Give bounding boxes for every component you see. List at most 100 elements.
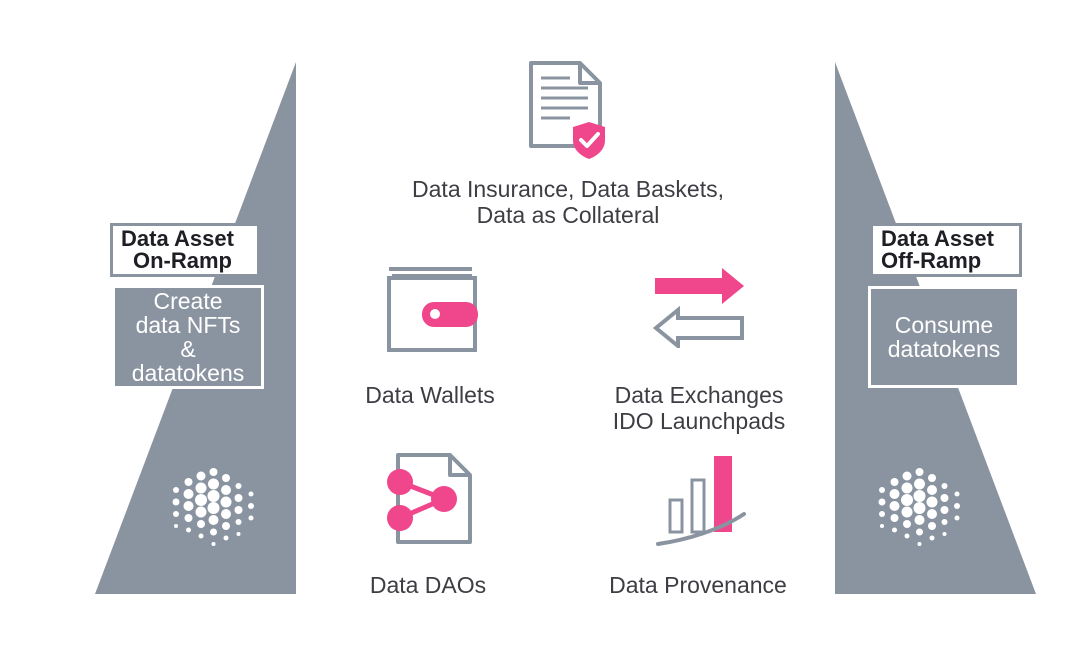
logo-dot — [903, 520, 911, 528]
logo-dot — [195, 482, 207, 494]
logo-dot — [889, 489, 900, 499]
logo-dot — [880, 524, 884, 528]
exchanges-label-line-2: IDO Launchpads — [612, 408, 786, 434]
logo-dot — [901, 482, 913, 494]
logo-dot — [901, 494, 913, 506]
right-ramp-title-line-2: Off-Ramp — [881, 248, 982, 273]
left-ramp-box-line-4: datatokens — [131, 360, 245, 386]
logo-dot — [940, 506, 949, 514]
logo-dot — [174, 524, 178, 528]
logo-dot — [954, 503, 960, 509]
logo-dot — [221, 485, 231, 495]
logo-dot — [927, 485, 937, 495]
logo-dot — [183, 501, 194, 511]
document-shield-icon — [529, 61, 605, 159]
logo-dot — [197, 520, 205, 528]
logo-dot — [248, 515, 254, 521]
logo-dot — [208, 478, 219, 490]
logo-dot — [248, 503, 254, 509]
logo-dot — [184, 478, 193, 486]
right-ramp-box-line-1: Consume — [894, 312, 994, 338]
left-ramp-box-line-1: Create — [153, 288, 223, 314]
logo-dot — [892, 527, 897, 533]
insurance-label: Data Insurance, Data Baskets, Data as Co… — [370, 176, 766, 228]
dot-grid-logo-icon — [878, 468, 960, 546]
logo-dot — [878, 498, 886, 506]
logo-dot — [222, 522, 230, 530]
bar-growth-icon — [656, 456, 746, 546]
logo-dot — [221, 509, 231, 519]
logo-dot — [208, 515, 219, 525]
logo-dot — [207, 490, 220, 502]
logo-dot — [916, 528, 923, 536]
logo-dot — [940, 494, 949, 502]
logo-dot — [236, 532, 241, 536]
logo-dot — [235, 519, 242, 525]
logo-dot — [186, 527, 191, 533]
logo-dot — [211, 542, 216, 546]
logo-dot — [198, 533, 204, 539]
exchange-arrows-icon — [652, 268, 744, 348]
logo-dot — [913, 490, 926, 502]
logo-dot — [879, 487, 885, 493]
logo-dot — [914, 478, 925, 490]
logo-dot — [183, 489, 194, 499]
logo-dot — [926, 496, 938, 508]
logo-dot — [890, 478, 899, 486]
dot-grid-logo-icon — [172, 468, 254, 546]
wallet-icon — [387, 267, 478, 352]
logo-dot — [929, 535, 935, 541]
logo-dot — [220, 496, 232, 508]
logo-dot — [172, 498, 180, 506]
logo-dot — [223, 535, 229, 541]
left-ramp-box-line-3: & — [180, 336, 196, 362]
exchanges-label-line-1: Data Exchanges — [614, 382, 784, 408]
logo-dot — [184, 514, 193, 522]
logo-dot — [928, 522, 936, 530]
logo-dot — [942, 532, 947, 536]
document-share-icon — [387, 453, 472, 544]
logo-dot — [196, 471, 206, 481]
logo-dot — [209, 468, 218, 476]
insurance-label-line-2: Data as Collateral — [476, 202, 660, 228]
wallets-label-line-1: Data Wallets — [365, 382, 495, 408]
logo-dot — [879, 511, 885, 517]
logo-dot — [928, 474, 936, 482]
logo-dot — [927, 509, 937, 519]
logo-dot — [207, 502, 220, 514]
logo-dot — [173, 487, 179, 493]
logo-dot — [234, 506, 243, 514]
left-ramp-box-line-2: data NFTs — [135, 312, 241, 338]
logo-dot — [914, 515, 925, 525]
left-ramp-title-line-2: On-Ramp — [133, 248, 232, 273]
insurance-label-line-1: Data Insurance, Data Baskets, — [412, 176, 724, 202]
logo-dot — [941, 483, 948, 489]
logo-dot — [913, 502, 926, 514]
logo-dot — [917, 542, 922, 546]
logo-dot — [904, 533, 910, 539]
right-ramp-title: Data Asset Off-Ramp — [870, 223, 1022, 277]
logo-dot — [901, 506, 913, 518]
logo-dot — [890, 514, 899, 522]
provenance-label: Data Provenance — [580, 572, 816, 598]
logo-dot — [235, 483, 242, 489]
logo-dot — [173, 511, 179, 517]
logo-dot — [195, 494, 207, 506]
right-ramp-box-line-2: datatokens — [887, 336, 1001, 362]
exchanges-label: Data Exchanges IDO Launchpads — [580, 382, 818, 434]
daos-label-line-1: Data DAOs — [369, 572, 487, 598]
logo-dot — [915, 468, 924, 476]
left-ramp-title-line-1: Data Asset — [121, 226, 234, 251]
left-ramp-box: Create data NFTs & datatokens — [112, 285, 264, 389]
logo-dot — [210, 528, 217, 536]
logo-dot — [234, 494, 243, 502]
logo-dot — [889, 501, 900, 511]
logo-dot — [954, 515, 960, 521]
logo-dot — [222, 474, 230, 482]
logo-dot — [941, 519, 948, 525]
logo-dot — [902, 471, 912, 481]
wallets-label: Data Wallets — [340, 382, 520, 408]
left-ramp-title: Data Asset On-Ramp — [110, 223, 260, 277]
daos-label: Data DAOs — [340, 572, 516, 598]
